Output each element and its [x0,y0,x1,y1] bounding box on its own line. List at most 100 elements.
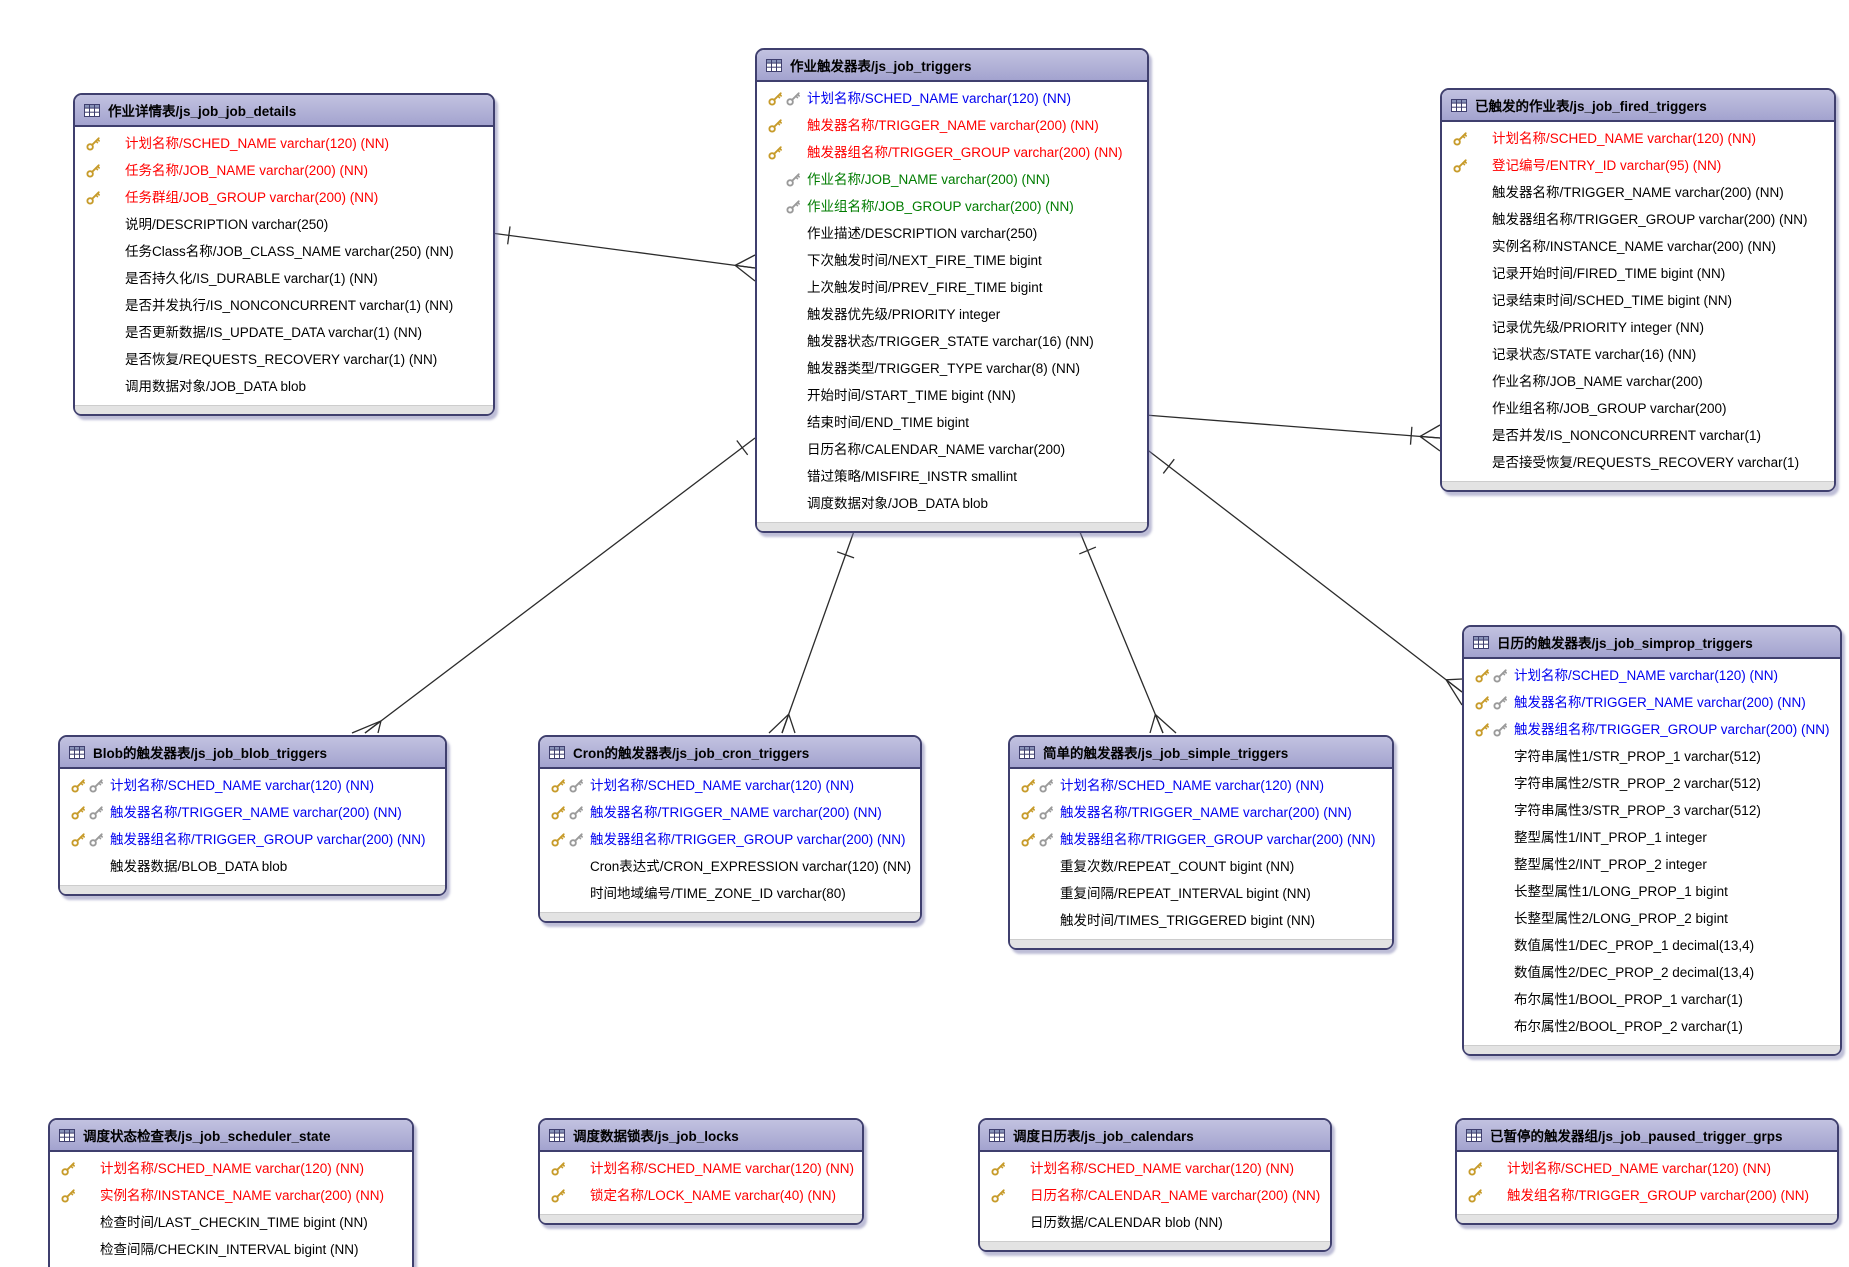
field-row[interactable]: 整型属性2/INT_PROP_2 integer [1464,851,1840,878]
field-row[interactable]: 触发器名称/TRIGGER_NAME varchar(200) (NN) [1464,689,1840,716]
table-field-list: 计划名称/SCHED_NAME varchar(120) (NN)日历名称/CA… [980,1152,1330,1236]
field-row[interactable]: 重复次数/REPEAT_COUNT bigint (NN) [1010,853,1392,880]
entity-table-js_job_calendars[interactable]: 调度日历表/js_job_calendars 计划名称/SCHED_NAME v… [978,1118,1332,1252]
entity-table-js_job_paused_trigger_grps[interactable]: 已暂停的触发器组/js_job_paused_trigger_grps 计划名称… [1455,1118,1839,1225]
field-row[interactable]: 触发器组名称/TRIGGER_GROUP varchar(200) (NN) [1442,206,1834,233]
field-row[interactable]: 长整型属性1/LONG_PROP_1 bigint [1464,878,1840,905]
field-row[interactable]: 作业组名称/JOB_GROUP varchar(200) [1442,395,1834,422]
field-row[interactable]: 触发器名称/TRIGGER_NAME varchar(200) (NN) [1442,179,1834,206]
field-label: 任务群组/JOB_GROUP varchar(200) (NN) [125,190,379,205]
field-label: 计划名称/SCHED_NAME varchar(120) (NN) [807,91,1072,106]
table-field-list: 计划名称/SCHED_NAME varchar(120) (NN)登记编号/EN… [1442,122,1834,476]
field-row[interactable]: 是否恢复/REQUESTS_RECOVERY varchar(1) (NN) [75,346,493,373]
entity-table-js_job_job_details[interactable]: 作业详情表/js_job_job_details 计划名称/SCHED_NAME… [73,93,495,416]
field-row[interactable]: 开始时间/START_TIME bigint (NN) [757,382,1147,409]
field-row[interactable]: 作业组名称/JOB_GROUP varchar(200) (NN) [757,193,1147,220]
field-row[interactable]: 计划名称/SCHED_NAME varchar(120) (NN) [540,772,920,799]
field-row[interactable]: 计划名称/SCHED_NAME varchar(120) (NN) [757,85,1147,112]
field-row[interactable]: 计划名称/SCHED_NAME varchar(120) (NN) [1442,125,1834,152]
field-row[interactable]: 结束时间/END_TIME bigint [757,409,1147,436]
entity-table-js_job_simprop_triggers[interactable]: 日历的触发器表/js_job_simprop_triggers 计划名称/SCH… [1462,625,1842,1056]
field-row[interactable]: 触发器优先级/PRIORITY integer [757,301,1147,328]
field-row[interactable]: 触发器组名称/TRIGGER_GROUP varchar(200) (NN) [1010,826,1392,853]
field-row[interactable]: 记录优先级/PRIORITY integer (NN) [1442,314,1834,341]
field-row[interactable]: 日历名称/CALENDAR_NAME varchar(200) [757,436,1147,463]
field-row[interactable]: 是否更新数据/IS_UPDATE_DATA varchar(1) (NN) [75,319,493,346]
field-row[interactable]: 作业描述/DESCRIPTION varchar(250) [757,220,1147,247]
field-row[interactable]: 说明/DESCRIPTION varchar(250) [75,211,493,238]
field-row[interactable]: 任务Class名称/JOB_CLASS_NAME varchar(250) (N… [75,238,493,265]
field-row[interactable]: 是否接受恢复/REQUESTS_RECOVERY varchar(1) [1442,449,1834,476]
field-row[interactable]: 计划名称/SCHED_NAME varchar(120) (NN) [1464,662,1840,689]
field-row[interactable]: 字符串属性2/STR_PROP_2 varchar(512) [1464,770,1840,797]
field-row[interactable]: 上次触发时间/PREV_FIRE_TIME bigint [757,274,1147,301]
entity-table-js_job_fired_triggers[interactable]: 已触发的作业表/js_job_fired_triggers 计划名称/SCHED… [1440,88,1836,492]
field-row[interactable]: 触发器组名称/TRIGGER_GROUP varchar(200) (NN) [540,826,920,853]
field-row[interactable]: 是否并发执行/IS_NONCONCURRENT varchar(1) (NN) [75,292,493,319]
field-row[interactable]: 触发器名称/TRIGGER_NAME varchar(200) (NN) [60,799,445,826]
field-label: 触发时间/TIMES_TRIGGERED bigint (NN) [1060,913,1316,928]
field-row[interactable]: 数值属性2/DEC_PROP_2 decimal(13,4) [1464,959,1840,986]
field-row[interactable]: 长整型属性2/LONG_PROP_2 bigint [1464,905,1840,932]
field-row[interactable]: 布尔属性2/BOOL_PROP_2 varchar(1) [1464,1013,1840,1040]
field-row[interactable]: 触发器组名称/TRIGGER_GROUP varchar(200) (NN) [1464,716,1840,743]
field-row[interactable]: 触发器组名称/TRIGGER_GROUP varchar(200) (NN) [60,826,445,853]
field-row[interactable]: 整型属性1/INT_PROP_1 integer [1464,824,1840,851]
field-row[interactable]: 触发器名称/TRIGGER_NAME varchar(200) (NN) [757,112,1147,139]
field-row[interactable]: 日历名称/CALENDAR_NAME varchar(200) (NN) [980,1182,1330,1209]
table-field-list: 计划名称/SCHED_NAME varchar(120) (NN) 触发器名称/T… [1010,769,1392,934]
field-row[interactable]: 计划名称/SCHED_NAME varchar(120) (NN) [1010,772,1392,799]
field-row[interactable]: 触发组名称/TRIGGER_GROUP varchar(200) (NN) [1457,1182,1837,1209]
field-row[interactable]: 任务名称/JOB_NAME varchar(200) (NN) [75,157,493,184]
entity-table-js_job_triggers[interactable]: 作业触发器表/js_job_triggers 计划名称/SCHED_NAME v… [755,48,1149,533]
entity-table-js_job_scheduler_state[interactable]: 调度状态检查表/js_job_scheduler_state 计划名称/SCHE… [48,1118,414,1267]
field-row[interactable]: 触发器组名称/TRIGGER_GROUP varchar(200) (NN) [757,139,1147,166]
field-row[interactable]: 布尔属性1/BOOL_PROP_1 varchar(1) [1464,986,1840,1013]
field-row[interactable]: 作业名称/JOB_NAME varchar(200) [1442,368,1834,395]
field-row[interactable]: 登记编号/ENTRY_ID varchar(95) (NN) [1442,152,1834,179]
field-row[interactable]: 调度数据对象/JOB_DATA blob [757,490,1147,517]
field-row[interactable]: 计划名称/SCHED_NAME varchar(120) (NN) [540,1155,862,1182]
field-row[interactable]: 锁定名称/LOCK_NAME varchar(40) (NN) [540,1182,862,1209]
field-row[interactable]: 重复间隔/REPEAT_INTERVAL bigint (NN) [1010,880,1392,907]
entity-table-js_job_cron_triggers[interactable]: Cron的触发器表/js_job_cron_triggers 计划名称/SCHE… [538,735,922,923]
entity-table-js_job_locks[interactable]: 调度数据锁表/js_job_locks 计划名称/SCHED_NAME varc… [538,1118,864,1225]
field-row[interactable]: 计划名称/SCHED_NAME varchar(120) (NN) [60,772,445,799]
field-row[interactable]: 触发器数据/BLOB_DATA blob [60,853,445,880]
field-row[interactable]: 是否并发/IS_NONCONCURRENT varchar(1) [1442,422,1834,449]
field-row[interactable]: 作业名称/JOB_NAME varchar(200) (NN) [757,166,1147,193]
field-row[interactable]: 日历数据/CALENDAR blob (NN) [980,1209,1330,1236]
field-row[interactable]: 字符串属性1/STR_PROP_1 varchar(512) [1464,743,1840,770]
entity-table-js_job_simple_triggers[interactable]: 简单的触发器表/js_job_simple_triggers 计划名称/SCHE… [1008,735,1394,950]
field-row[interactable]: 触发时间/TIMES_TRIGGERED bigint (NN) [1010,907,1392,934]
field-row[interactable]: 触发器类型/TRIGGER_TYPE varchar(8) (NN) [757,355,1147,382]
field-row[interactable]: Cron表达式/CRON_EXPRESSION varchar(120) (NN… [540,853,920,880]
field-row[interactable]: 计划名称/SCHED_NAME varchar(120) (NN) [50,1155,412,1182]
field-row[interactable]: 数值属性1/DEC_PROP_1 decimal(13,4) [1464,932,1840,959]
field-row[interactable]: 时间地域编号/TIME_ZONE_ID varchar(80) [540,880,920,907]
field-row[interactable]: 触发器状态/TRIGGER_STATE varchar(16) (NN) [757,328,1147,355]
field-row[interactable]: 错过策略/MISFIRE_INSTR smallint [757,463,1147,490]
field-row[interactable]: 任务群组/JOB_GROUP varchar(200) (NN) [75,184,493,211]
field-row[interactable]: 记录开始时间/FIRED_TIME bigint (NN) [1442,260,1834,287]
field-row[interactable]: 下次触发时间/NEXT_FIRE_TIME bigint [757,247,1147,274]
field-row[interactable]: 字符串属性3/STR_PROP_3 varchar(512) [1464,797,1840,824]
field-row[interactable]: 计划名称/SCHED_NAME varchar(120) (NN) [980,1155,1330,1182]
field-row[interactable]: 检查时间/LAST_CHECKIN_TIME bigint (NN) [50,1209,412,1236]
field-row[interactable]: 计划名称/SCHED_NAME varchar(120) (NN) [75,130,493,157]
entity-table-header: 已触发的作业表/js_job_fired_triggers [1442,90,1834,122]
field-row[interactable]: 检查间隔/CHECKIN_INTERVAL bigint (NN) [50,1236,412,1263]
field-row[interactable]: 实例名称/INSTANCE_NAME varchar(200) (NN) [50,1182,412,1209]
field-row[interactable]: 记录状态/STATE varchar(16) (NN) [1442,341,1834,368]
field-row[interactable]: 触发器名称/TRIGGER_NAME varchar(200) (NN) [540,799,920,826]
field-row[interactable]: 是否持久化/IS_DURABLE varchar(1) (NN) [75,265,493,292]
field-row[interactable]: 调用数据对象/JOB_DATA blob [75,373,493,400]
entity-table-js_job_blob_triggers[interactable]: Blob的触发器表/js_job_blob_triggers 计划名称/SCHE… [58,735,447,896]
field-row[interactable]: 记录结束时间/SCHED_TIME bigint (NN) [1442,287,1834,314]
field-row[interactable]: 实例名称/INSTANCE_NAME varchar(200) (NN) [1442,233,1834,260]
field-row[interactable]: 触发器名称/TRIGGER_NAME varchar(200) (NN) [1010,799,1392,826]
field-label: 是否并发/IS_NONCONCURRENT varchar(1) [1492,428,1762,443]
field-label: 计划名称/SCHED_NAME varchar(120) (NN) [1060,778,1325,793]
field-row[interactable]: 计划名称/SCHED_NAME varchar(120) (NN) [1457,1155,1837,1182]
foreign-key-icon [569,779,583,793]
